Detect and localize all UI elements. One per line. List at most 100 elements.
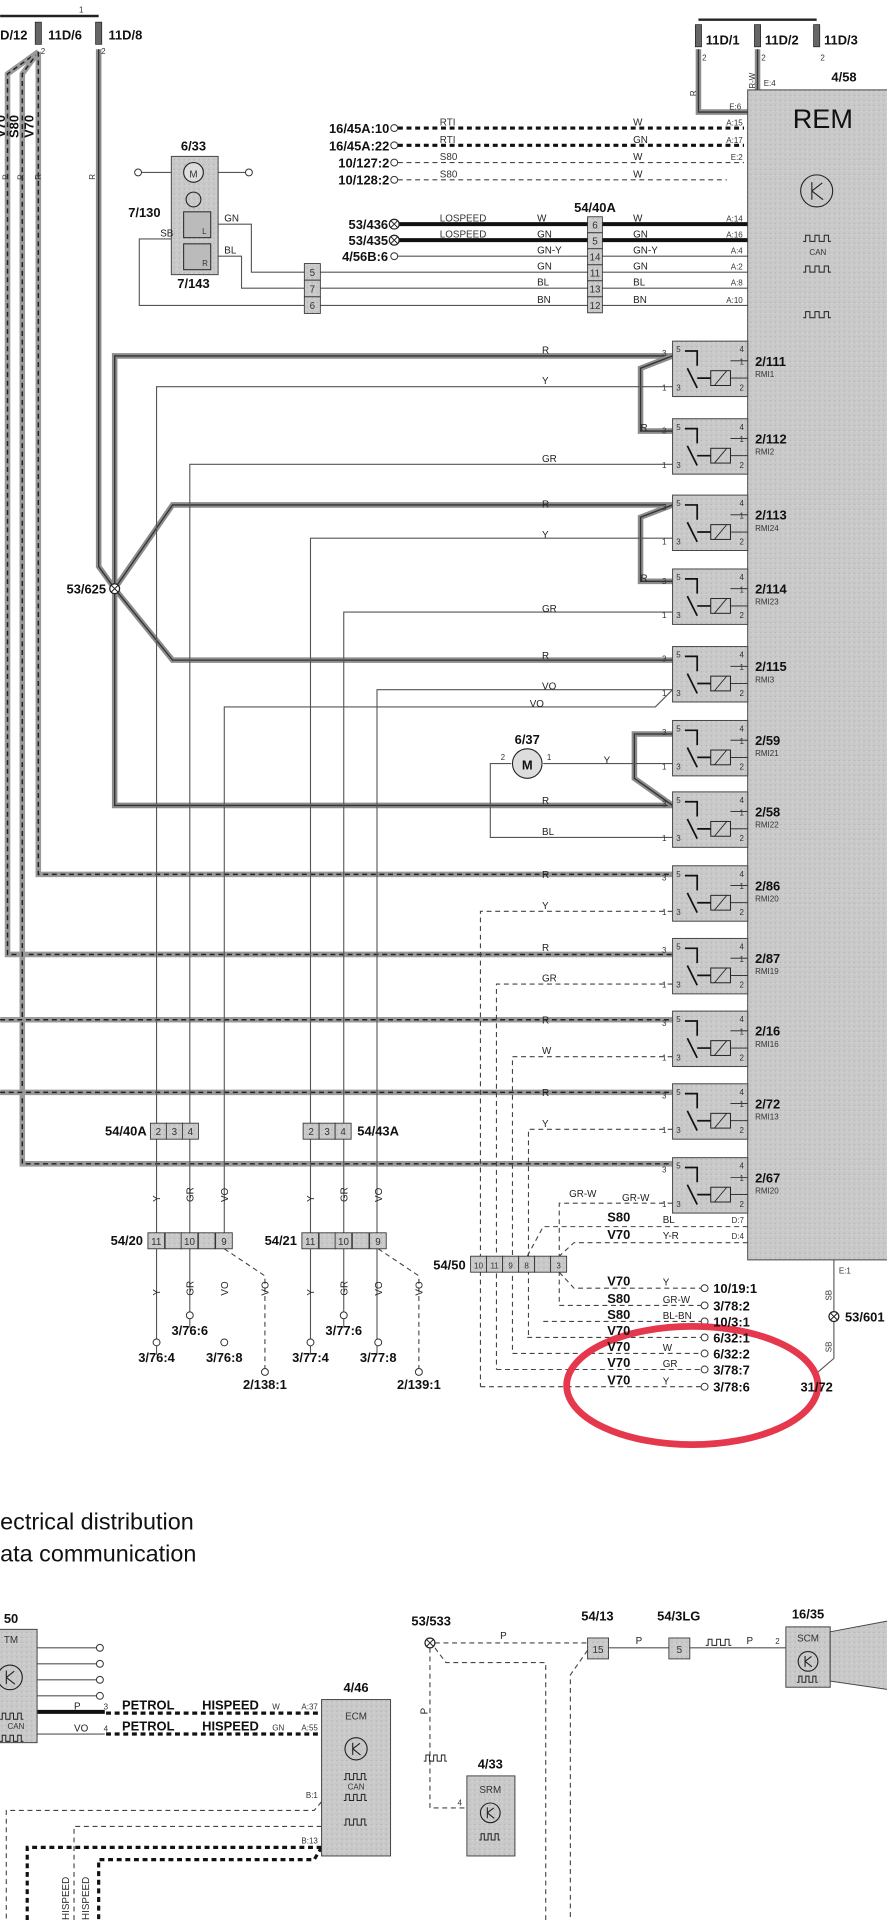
wire-color: GR xyxy=(663,1359,678,1370)
switch-l-icon xyxy=(183,211,212,239)
wire-color: GR-W xyxy=(622,1193,650,1204)
can-label: CAN xyxy=(8,1722,25,1731)
wire-r-jumper-2-114-core xyxy=(639,504,673,582)
wire-color: BL xyxy=(537,278,550,289)
component-id: 7/130 xyxy=(128,205,160,220)
component-id: 7/143 xyxy=(177,276,209,291)
relay-switch-icon xyxy=(684,947,711,986)
component-id: 4/33 xyxy=(478,1757,503,1772)
lamp-icon xyxy=(185,191,202,208)
connector-54-50-cell xyxy=(534,1255,552,1273)
connector-harness-cell-label: 11 xyxy=(305,1237,315,1248)
relay-pin: 4 xyxy=(740,1162,745,1171)
wire-color: R xyxy=(542,943,549,954)
pin-label: 4 xyxy=(104,1725,109,1734)
connector-54-50-cell-label: 3 xyxy=(556,1262,561,1271)
fuse-11d-8 xyxy=(95,21,103,45)
connector-54-40a-cell-label: 5 xyxy=(592,237,598,248)
terminal-label: 6/32:2 xyxy=(713,1346,750,1361)
rem-name: REM xyxy=(793,103,853,134)
wire-label: R xyxy=(88,174,97,180)
connector-label: 54/20 xyxy=(111,1233,143,1248)
wire-color: W xyxy=(542,1046,552,1057)
relay-pin: 1 xyxy=(740,358,745,367)
relay-pin: 1 xyxy=(662,537,667,546)
scm-module xyxy=(785,1626,831,1688)
relay-pin: 5 xyxy=(676,423,681,432)
model-label: V70 xyxy=(607,1355,630,1370)
relay-pin: 3 xyxy=(676,834,681,843)
fuse-11d-3 xyxy=(813,24,821,48)
wire-y-2-72 xyxy=(527,1128,673,1338)
pin-label: A:14 xyxy=(726,215,743,224)
component-id: 6/33 xyxy=(181,138,206,153)
scm-antenna-shape xyxy=(829,1620,887,1690)
fuse-11d-6 xyxy=(34,21,42,45)
connector-54-50-cell-label: 10 xyxy=(474,1262,483,1271)
model-label: V70 xyxy=(607,1372,630,1387)
wire-r-jumper-2-112-core xyxy=(639,355,673,432)
relay-name: RMI2 xyxy=(755,447,775,456)
pin-label: A:55 xyxy=(301,1723,318,1732)
relay-pin: 1 xyxy=(740,882,745,891)
wire-color: W xyxy=(537,214,547,225)
pin-label: A:10 xyxy=(726,296,743,305)
relay-id: 2/59 xyxy=(755,733,780,748)
pin-label: A:15 xyxy=(726,119,743,128)
wire-color: Y xyxy=(306,1195,317,1202)
relay-name: RMI20 xyxy=(755,1186,779,1195)
wire-color: SB xyxy=(160,228,174,239)
relay-coil-lines xyxy=(714,957,748,984)
relay-id: 2/112 xyxy=(755,431,787,446)
wire-name: LOSPEED xyxy=(440,214,487,225)
wire-label: R xyxy=(34,174,43,180)
relay-id: 2/113 xyxy=(755,508,787,523)
connector-harness-cell-label: 9 xyxy=(375,1237,381,1248)
wire-color: P xyxy=(746,1636,753,1647)
transistor-icon xyxy=(800,174,834,208)
signal-wave-icon xyxy=(423,1754,448,1762)
bus-label: HISPEED xyxy=(81,1877,92,1920)
wire-color: BN xyxy=(633,295,647,306)
pin-label: B:13 xyxy=(301,1837,318,1846)
wire-color: VO xyxy=(542,682,557,693)
transistor-icon xyxy=(479,1802,501,1824)
wire-color: GN-Y xyxy=(537,246,562,257)
relay-pin: 3 xyxy=(662,1019,667,1028)
wire-color: R xyxy=(641,573,648,584)
wire-color: Y xyxy=(663,1376,670,1387)
wire-color: GN xyxy=(272,1723,284,1732)
wire-label: R xyxy=(689,90,698,96)
relay-2-114 xyxy=(672,568,749,625)
wire-color: VO xyxy=(74,1724,89,1735)
connector-harness-cell xyxy=(369,1232,387,1250)
relay-switch-icon xyxy=(684,800,711,840)
signal-wave-icon xyxy=(705,1638,732,1646)
relay-id: 2/87 xyxy=(755,951,780,966)
pin-label: E:1 xyxy=(839,1266,852,1275)
relay-pin: 2 xyxy=(740,908,745,917)
connector-54-3lg xyxy=(668,1637,691,1660)
junction-label: 53/625 xyxy=(67,582,107,597)
wire-vo-2-115 xyxy=(376,689,673,1355)
connector-54-40a-cell-label: 11 xyxy=(590,269,600,280)
motor-icon xyxy=(183,162,204,183)
model-label: V70 xyxy=(607,1323,630,1338)
relay-switch-icon xyxy=(684,577,711,617)
relay-pin: 1 xyxy=(740,1100,745,1109)
relay-pin: 1 xyxy=(740,1174,745,1183)
fuse-label: 11D/8 xyxy=(109,27,143,42)
wire-r-2-115 xyxy=(112,586,673,663)
junction-53-625-icon-cross xyxy=(110,584,119,593)
relay-pin: 1 xyxy=(662,689,667,698)
wire-color: VO xyxy=(220,1281,231,1296)
relay-pin: 5 xyxy=(676,943,681,952)
can-wave-icon xyxy=(343,1793,367,1802)
switch-label: L xyxy=(202,227,207,236)
relay-2-72 xyxy=(672,1083,749,1140)
signal-wave-icon xyxy=(343,1818,367,1826)
wire-r-e6-core xyxy=(697,49,748,113)
relay-pin: 1 xyxy=(740,585,745,594)
relay-pin: 5 xyxy=(676,499,681,508)
terminal-icon xyxy=(700,1382,709,1391)
